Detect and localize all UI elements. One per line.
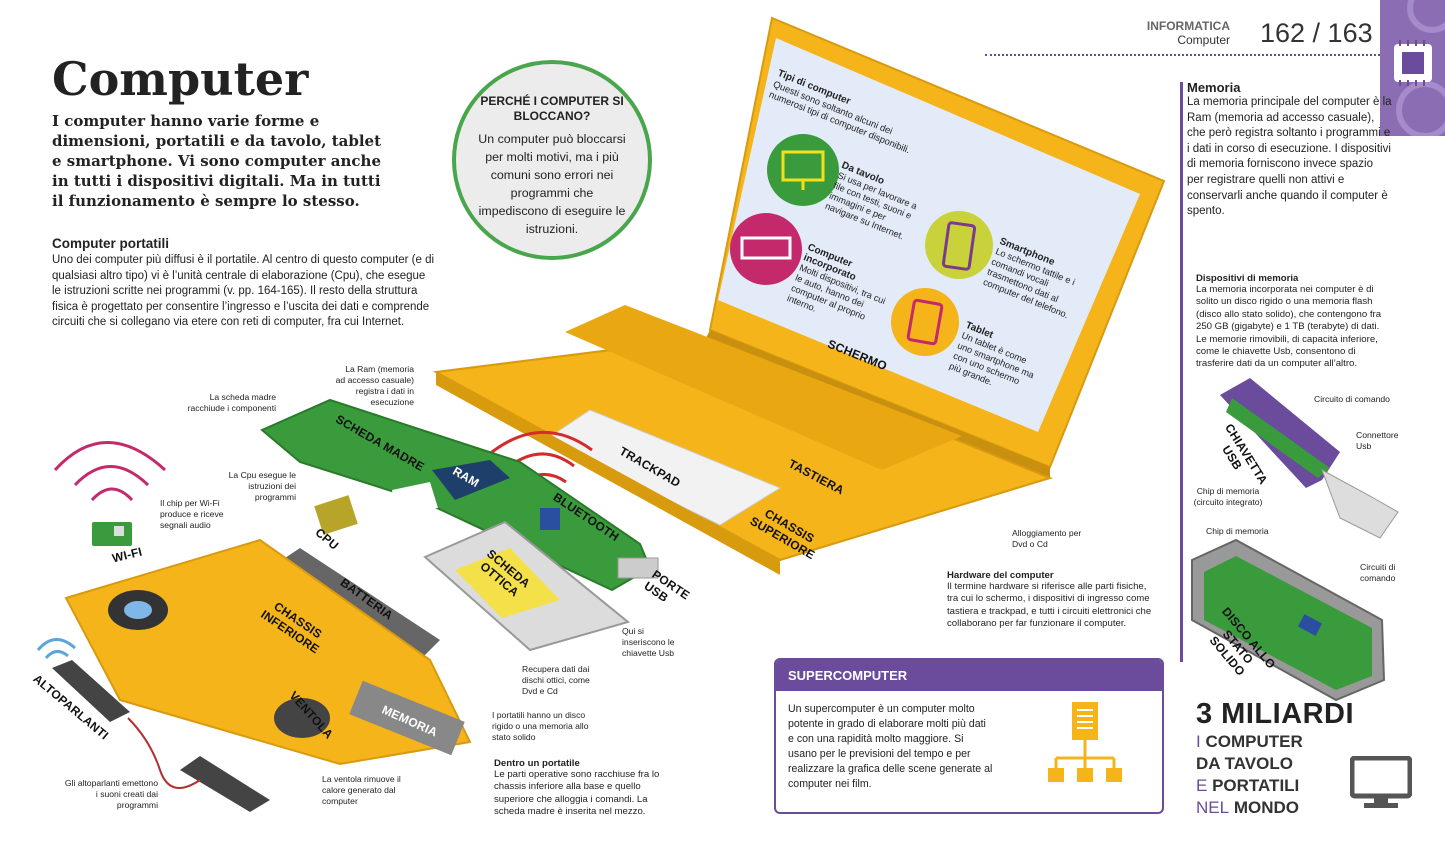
note-chip-memoria-int: Chip di memoria (circuito integrato) <box>1193 486 1263 507</box>
header-section-block: INFORMATICA Computer <box>1147 19 1230 47</box>
dentro-heading: Dentro un portatile <box>494 758 580 769</box>
header-dotted-line <box>985 54 1380 56</box>
supercomputer-heading: SUPERCOMPUTER <box>776 660 1162 691</box>
dispositivi-heading: Dispositivi di memoria <box>1196 273 1299 284</box>
note-circuito-comando: Circuito di comando <box>1314 394 1390 404</box>
stat-w1: I <box>1196 732 1201 751</box>
intro-paragraph: I computer hanno varie forme e dimension… <box>52 112 382 210</box>
why-freeze-bubble: PERCHÉ I COMPUTER SI BLOCCANO? Un comput… <box>452 60 652 260</box>
note-circuiti-comando: Circuiti di comando <box>1360 562 1396 583</box>
dispositivi-text: La memoria incorporata nei computer è di… <box>1196 284 1382 370</box>
memoria-section: Memoria La memoria principale del comput… <box>1187 80 1392 220</box>
stat-w6: NEL <box>1196 798 1230 817</box>
note-usb: Qui si inseriscono le chiavette Usb <box>622 626 675 658</box>
note-connettore: Connettore Usb <box>1356 430 1399 451</box>
note-ventola: La ventola rimuove il calore generato da… <box>322 774 401 806</box>
stat-w3: DA TAVOLO <box>1196 754 1293 773</box>
memoria-text: La memoria principale del computer è la … <box>1187 96 1392 218</box>
stat-w7: MONDO <box>1233 798 1299 817</box>
supercomputer-box: SUPERCOMPUTER Un supercomputer è un comp… <box>774 658 1164 814</box>
portatili-section: Computer portatili Uno dei computer più … <box>52 236 437 331</box>
note-scheda-madre: La scheda madre racchiude i componenti <box>187 392 276 413</box>
dentro-section: Dentro un portatile Le parti operative s… <box>494 758 664 819</box>
note-dvd: Alloggiamento per Dvd o Cd <box>1012 528 1082 549</box>
page-title: Computer <box>52 52 309 106</box>
portatili-text: Uno dei computer più diffusi è il portat… <box>52 254 435 329</box>
note-wifi: Il chip per Wi-Fi produce e riceve segna… <box>160 498 224 530</box>
hardware-section: Hardware del computer Il termine hardwar… <box>947 570 1155 631</box>
monitor-icon <box>1349 755 1413 815</box>
supercomputer-network-icon <box>1046 696 1126 801</box>
gear-chip-icon <box>1380 0 1445 136</box>
note-chip-memoria: Chip di memoria <box>1206 526 1269 536</box>
stat-block: 3 MILIARDI I COMPUTER DA TAVOLO E PORTAT… <box>1196 698 1441 819</box>
supercomputer-text: Un supercomputer è un computer molto pot… <box>788 703 993 790</box>
bubble-text: Un computer può bloccarsi per molti moti… <box>478 132 626 236</box>
stat-caption: I COMPUTER DA TAVOLO E PORTATILI NEL MON… <box>1196 731 1441 819</box>
note-disco: I portatili hanno un disco rigido o una … <box>492 710 589 742</box>
stat-number: 3 MILIARDI <box>1196 698 1355 730</box>
hardware-heading: Hardware del computer <box>947 570 1054 581</box>
dispositivi-section: Dispositivi di memoria La memoria incorp… <box>1196 273 1390 371</box>
note-ram: La Ram (memoria ad accesso casuale) regi… <box>335 364 414 407</box>
memoria-heading: Memoria <box>1187 80 1241 95</box>
stat-w5: PORTATILI <box>1212 776 1300 795</box>
stat-w4: E <box>1196 776 1208 795</box>
stat-w2: COMPUTER <box>1205 732 1303 751</box>
header-section: INFORMATICA <box>1146 19 1230 33</box>
dentro-text: Le parti operative sono racchiuse fra lo… <box>494 769 660 818</box>
note-ottica: Recupera dati dai dischi ottici, come Dv… <box>522 664 590 696</box>
portatili-heading: Computer portatili <box>52 236 169 251</box>
page-header: INFORMATICA Computer 162 / 163 <box>1120 14 1373 54</box>
page-numbers: 162 / 163 <box>1260 18 1373 48</box>
bubble-title: PERCHÉ I COMPUTER SI BLOCCANO? <box>480 94 624 123</box>
header-subsection: Computer <box>1177 33 1230 47</box>
right-column-bar <box>1180 82 1183 662</box>
hardware-text: Il termine hardware si riferisce alle pa… <box>947 581 1152 630</box>
note-cpu: La Cpu esegue le istruzioni dei programm… <box>228 470 296 502</box>
note-altoparlanti: Gli altoparlanti emettono i suoni creati… <box>64 778 158 810</box>
